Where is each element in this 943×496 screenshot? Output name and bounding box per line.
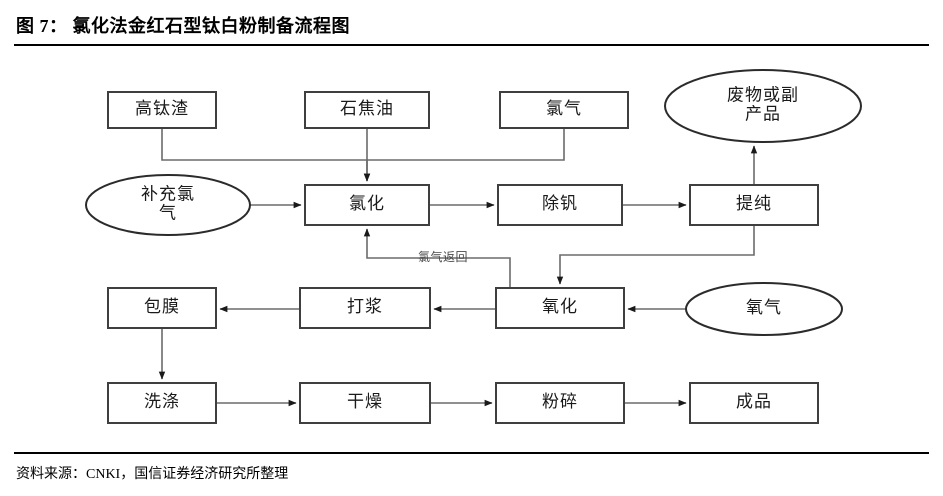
edges-layer	[158, 128, 758, 407]
node-yanghua[interactable]: 氧化	[495, 287, 625, 329]
edge-yanghua-to-lvhua	[363, 228, 511, 288]
node-label-buchong: 补充氯气	[141, 184, 195, 222]
node-yangqi[interactable]: 氧气	[685, 282, 843, 336]
node-shape-rect	[689, 184, 819, 226]
node-shape-rect	[299, 382, 431, 424]
node-label-chengpin: 成品	[736, 392, 772, 411]
node-buchong[interactable]: 补充氯气	[85, 174, 251, 236]
edge-labels-layer: 氯气返回	[418, 249, 468, 264]
node-shape-rect	[304, 91, 430, 129]
source-note: 资料来源：CNKI，国信证券经济研究所整理	[16, 467, 289, 482]
page-title: 图 7： 氯化法金红石型钛白粉制备流程图	[16, 16, 350, 36]
node-fensui[interactable]: 粉碎	[495, 382, 625, 424]
node-shape-rect	[689, 382, 819, 424]
node-chengpin[interactable]: 成品	[689, 382, 819, 424]
node-label-feiwu: 废物或副产品	[727, 85, 799, 123]
node-label-yangqi: 氧气	[746, 298, 782, 317]
node-chufan[interactable]: 除钒	[497, 184, 623, 226]
node-shape-rect	[107, 382, 217, 424]
node-shape-rect	[495, 287, 625, 329]
edge-tichun-to-yanghua	[556, 225, 755, 285]
node-baomo[interactable]: 包膜	[107, 287, 217, 329]
node-ganzao[interactable]: 干燥	[299, 382, 431, 424]
source-divider-bottom	[14, 452, 929, 454]
node-shape-rect	[299, 287, 431, 329]
node-feiwu[interactable]: 废物或副产品	[664, 69, 862, 143]
node-lvhua[interactable]: 氯化	[304, 184, 430, 226]
node-label-gaotaizha: 高钛渣	[135, 99, 189, 118]
node-shape-rect	[107, 287, 217, 329]
node-label-fensui: 粉碎	[542, 392, 578, 411]
flowchart-canvas: 高钛渣 石焦油 氯气 废物或副产品补充氯气 氯化 除钒 提纯包膜 打浆 氧化 氧气洗涤 干燥 粉碎 成品…	[0, 48, 943, 448]
node-shape-rect	[107, 91, 217, 129]
node-shape-ellipse	[685, 282, 843, 336]
edge-gaotaizha-to-lvhua	[161, 128, 371, 182]
node-label-ganzao: 干燥	[347, 392, 383, 411]
node-shijiaoyou[interactable]: 石焦油	[304, 91, 430, 129]
title-divider-top	[14, 44, 929, 46]
node-label-lvqi: 氯气	[546, 99, 582, 118]
node-label-shijiaoyou: 石焦油	[340, 99, 394, 118]
node-shape-rect	[497, 184, 623, 226]
edge-label-0: 氯气返回	[418, 249, 468, 264]
node-label-lvhua: 氯化	[349, 194, 385, 213]
node-shape-rect	[304, 184, 430, 226]
node-lvqi[interactable]: 氯气	[499, 91, 629, 129]
node-shape-rect	[495, 382, 625, 424]
node-label-yanghua: 氧化	[542, 297, 578, 316]
node-label-baomo: 包膜	[144, 297, 180, 316]
node-label-tichun: 提纯	[736, 194, 772, 213]
node-shape-rect	[499, 91, 629, 129]
node-label-dajiang: 打浆	[347, 297, 383, 316]
node-label-xidi: 洗涤	[144, 392, 180, 411]
node-gaotaizha[interactable]: 高钛渣	[107, 91, 217, 129]
node-xidi[interactable]: 洗涤	[107, 382, 217, 424]
node-dajiang[interactable]: 打浆	[299, 287, 431, 329]
node-shape-ellipse	[85, 174, 251, 236]
node-shape-ellipse	[664, 69, 862, 143]
edge-lvqi-to-lvhua	[367, 128, 565, 161]
node-label-chufan: 除钒	[542, 194, 578, 213]
node-tichun[interactable]: 提纯	[689, 184, 819, 226]
